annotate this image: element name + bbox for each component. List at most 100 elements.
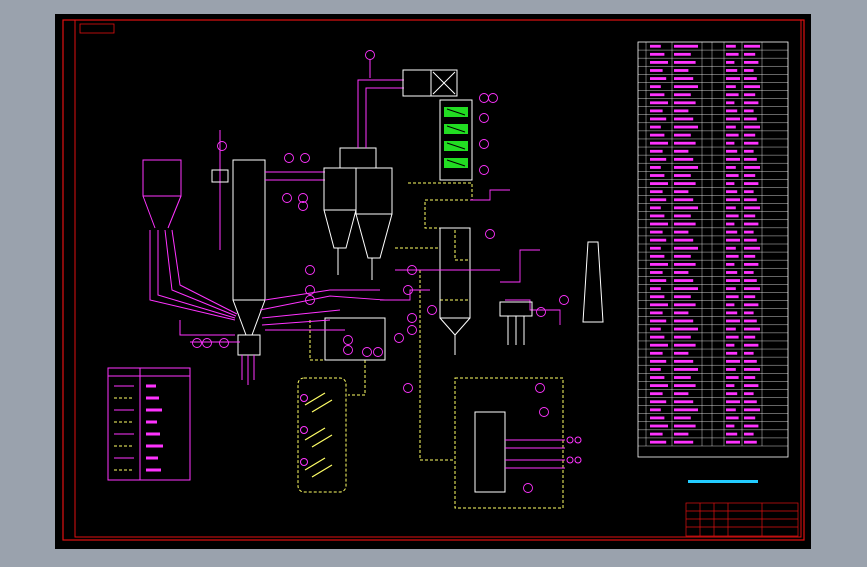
table-cell-glyphs	[744, 182, 759, 186]
legend-label-glyphs	[146, 408, 162, 412]
table-cell-glyphs	[726, 214, 739, 218]
table-cell-glyphs	[674, 327, 698, 331]
table-cell-glyphs	[650, 117, 667, 121]
table-cell-glyphs	[650, 69, 663, 72]
table-cell-glyphs	[650, 125, 661, 129]
table-cell-glyphs	[744, 311, 754, 315]
table-cell-glyphs	[744, 141, 759, 145]
legend-label-glyphs	[146, 420, 157, 424]
table-cell-glyphs	[726, 262, 735, 266]
table-cell-glyphs	[650, 77, 667, 80]
table-cell-glyphs	[674, 311, 689, 315]
table-cell-glyphs	[744, 279, 757, 282]
table-cell-glyphs	[744, 408, 760, 412]
table-cell-glyphs	[726, 246, 736, 250]
table-cell-glyphs	[744, 198, 757, 202]
table-cell-glyphs	[726, 408, 736, 412]
boiler-enclosure	[454, 377, 582, 509]
table-cell-glyphs	[744, 392, 754, 396]
table-cell-glyphs	[744, 117, 757, 121]
table-cell-glyphs	[726, 351, 738, 355]
table-cell-glyphs	[726, 174, 739, 177]
table-cell-glyphs	[650, 440, 667, 444]
table-cell-glyphs	[650, 93, 665, 97]
table-cell-glyphs	[726, 416, 739, 420]
title-block	[685, 502, 799, 537]
table-cell-glyphs	[674, 440, 694, 444]
table-cell-glyphs	[744, 101, 759, 105]
table-cell-glyphs	[650, 271, 663, 274]
table-cell-glyphs	[726, 254, 739, 258]
table-cell-glyphs	[674, 368, 698, 371]
cyclone-separators	[323, 147, 393, 280]
table-cell-glyphs	[726, 238, 740, 242]
title-tag	[79, 23, 115, 34]
table-cell-glyphs	[726, 182, 735, 186]
table-cell-glyphs	[744, 384, 759, 388]
table-cell-glyphs	[744, 44, 760, 48]
table-cell-glyphs	[650, 254, 665, 258]
table-cell-glyphs	[744, 85, 760, 89]
table-cell-glyphs	[726, 125, 736, 129]
table-cell-glyphs	[726, 206, 736, 210]
absorber-tower	[439, 227, 471, 319]
table-cell-glyphs	[650, 424, 668, 428]
table-cell-glyphs	[744, 271, 754, 274]
chimney-stack	[582, 241, 604, 323]
table-cell-glyphs	[726, 279, 740, 282]
table-cell-glyphs	[674, 101, 696, 105]
table-cell-glyphs	[674, 52, 691, 56]
table-cell-glyphs	[744, 93, 756, 97]
table-cell-glyphs	[744, 376, 756, 379]
table-cell-glyphs	[744, 368, 760, 371]
table-cell-glyphs	[726, 343, 735, 347]
table-cell-glyphs	[650, 141, 668, 145]
table-cell-glyphs	[726, 335, 739, 339]
table-cell-glyphs	[674, 69, 689, 72]
table-cell-glyphs	[674, 335, 691, 339]
table-cell-glyphs	[650, 60, 668, 64]
table-cell-glyphs	[674, 254, 691, 258]
table-cell-glyphs	[650, 85, 661, 89]
table-cell-glyphs	[744, 343, 759, 347]
table-cell-glyphs	[744, 77, 757, 80]
table-cell-glyphs	[726, 400, 740, 404]
table-cell-glyphs	[726, 190, 738, 194]
table-cell-glyphs	[744, 149, 754, 153]
table-cell-glyphs	[744, 327, 760, 331]
table-cell-glyphs	[726, 222, 735, 226]
heat-exchanger-column	[402, 69, 473, 181]
table-cell-glyphs	[674, 44, 698, 48]
table-cell-glyphs	[650, 198, 667, 202]
table-cell-glyphs	[674, 60, 696, 64]
table-cell-glyphs	[674, 109, 689, 113]
table-cell-glyphs	[726, 440, 740, 444]
table-cell-glyphs	[726, 368, 736, 371]
table-cell-glyphs	[650, 149, 663, 153]
table-cell-glyphs	[726, 69, 738, 72]
table-cell-glyphs	[650, 359, 667, 363]
table-cell-glyphs	[650, 238, 667, 242]
table-cell-glyphs	[744, 230, 754, 234]
table-cell-glyphs	[744, 246, 760, 250]
table-cell-glyphs	[650, 166, 661, 169]
table-cell-glyphs	[674, 85, 698, 89]
table-cell-glyphs	[674, 125, 698, 129]
table-cell-glyphs	[726, 271, 738, 274]
table-cell-glyphs	[674, 262, 696, 266]
table-cell-glyphs	[726, 432, 738, 436]
table-cell-glyphs	[744, 214, 756, 218]
table-cell-glyphs	[650, 408, 661, 412]
table-cell-glyphs	[650, 190, 663, 194]
table-cell-glyphs	[650, 416, 665, 420]
table-cell-glyphs	[726, 166, 736, 169]
table-cell-glyphs	[650, 295, 665, 299]
table-cell-glyphs	[674, 424, 696, 428]
legend-label-glyphs	[146, 384, 156, 388]
table-cell-glyphs	[726, 384, 735, 388]
table-cell-glyphs	[744, 335, 756, 339]
table-cell-glyphs	[674, 400, 694, 404]
table-cell-glyphs	[674, 271, 689, 274]
table-cell-glyphs	[650, 335, 665, 339]
